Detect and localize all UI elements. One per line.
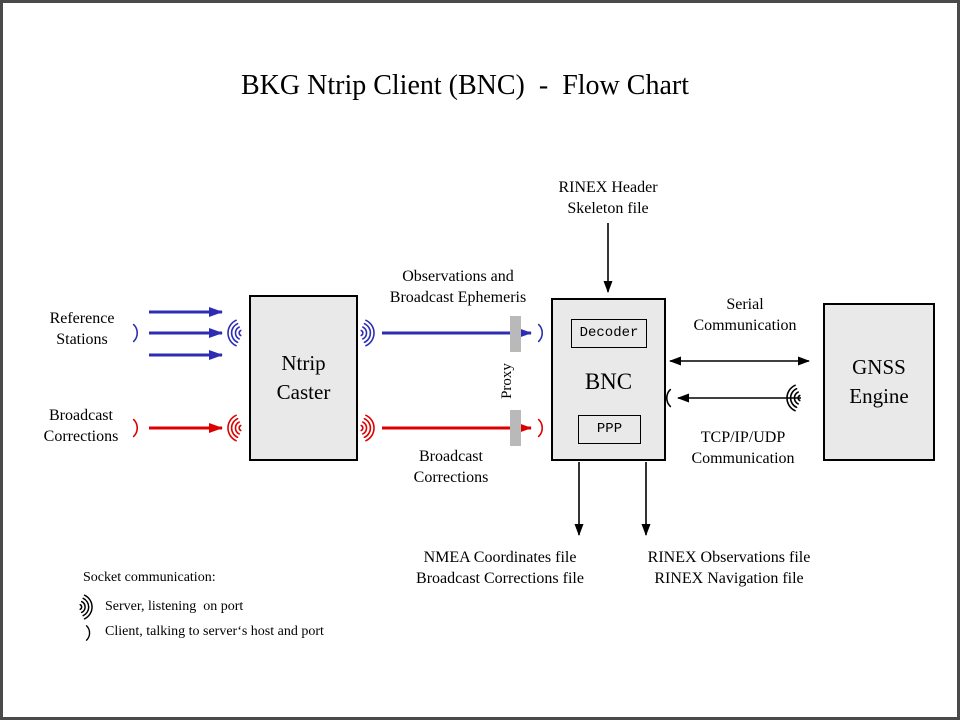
legend-server-item: Server, listening on port — [105, 599, 244, 614]
label-reference-stations: Reference Stations — [49, 310, 115, 349]
legend-heading: Socket communication: — [83, 570, 216, 585]
legend-client-item: Client, talking to server‘s host and por… — [105, 624, 324, 639]
label-observations-ephemeris: Observations and Broadcast Ephemeris — [389, 268, 527, 307]
bnc-box: Decoder BNC PPP — [551, 298, 666, 461]
client-socket-icon — [132, 418, 138, 438]
decoder-label: Decoder — [579, 324, 639, 341]
client-socket-icon — [537, 418, 543, 438]
label-serial-communication: Serial Communication — [693, 296, 797, 335]
ppp-label: PPP — [596, 420, 623, 437]
ntrip-caster-label: Ntrip Caster — [276, 351, 331, 404]
server-socket-icon — [786, 384, 801, 412]
ntrip-caster-box: Ntrip Caster — [249, 295, 358, 461]
label-rinex-header-skeleton: RINEX Header Skeleton file — [558, 179, 658, 218]
gnss-engine-box: GNSS Engine — [823, 303, 935, 461]
label-nmea-output-files: NMEA Coordinates file Broadcast Correcti… — [416, 549, 584, 588]
client-socket-icon — [537, 323, 543, 343]
client-socket-icon — [666, 388, 672, 408]
gnss-engine-label: GNSS Engine — [849, 355, 909, 408]
page-title: BKG Ntrip Client (BNC) - Flow Chart — [241, 70, 689, 101]
ppp-box: PPP — [578, 415, 641, 444]
client-socket-icon — [132, 323, 138, 343]
server-socket-icon — [360, 319, 375, 347]
proxy-bar-top — [510, 316, 521, 352]
server-socket-icon — [79, 594, 93, 620]
proxy-bar-bottom — [510, 410, 521, 446]
decoder-box: Decoder — [571, 319, 647, 348]
label-broadcast-corrections-input: Broadcast Corrections — [43, 407, 119, 446]
label-tcp-ip-udp-communication: TCP/IP/UDP Communication — [691, 429, 795, 468]
server-socket-icon — [227, 319, 242, 347]
server-socket-icon — [360, 414, 375, 442]
server-socket-icon — [227, 414, 242, 442]
label-broadcast-corrections-stream: Broadcast Corrections — [413, 448, 489, 487]
label-rinex-output-files: RINEX Observations file RINEX Navigation… — [647, 549, 811, 588]
bnc-label: BNC — [584, 369, 633, 394]
proxy-label: Proxy — [499, 363, 515, 399]
client-socket-icon — [85, 625, 91, 641]
